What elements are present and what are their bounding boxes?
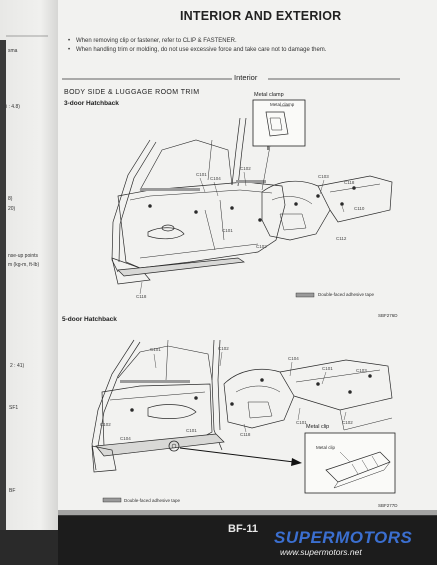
part-code: C104 <box>120 436 131 441</box>
diagram-title-3door: 3-door Hatchback <box>64 100 119 107</box>
part-code: C102 <box>256 244 267 249</box>
part-code: C101 <box>222 228 233 233</box>
margin-text: i : 4.8) <box>6 104 20 110</box>
note-line: When handling trim or molding, do not us… <box>76 47 327 53</box>
bullet: • <box>68 38 71 44</box>
part-code: C102 <box>100 422 111 427</box>
watermark-brand: SUPERMOTORS <box>274 528 413 547</box>
margin-text: BF <box>9 488 16 494</box>
part-code: C112 <box>336 236 347 241</box>
part-code: C118 <box>136 294 147 299</box>
section-heading: BODY SIDE & LUGGAGE ROOM TRIM <box>64 89 200 96</box>
binding-shadow <box>0 40 6 540</box>
legend-5door: Double-faced adhesive tape <box>124 498 181 503</box>
part-code: C118 <box>240 432 251 437</box>
watermark-url: www.supermotors.net <box>280 547 362 557</box>
margin-text: SF1 <box>9 405 19 411</box>
part-code: C102 <box>240 166 251 171</box>
inset-title-5door: Metal clip <box>306 424 330 430</box>
part-code: C103 <box>356 368 367 373</box>
margin-text: 20) <box>8 206 16 212</box>
part-code: C102 <box>218 346 229 351</box>
part-code: C101 <box>322 366 333 371</box>
diagram-title-5door: 5-door Hatchback <box>62 316 117 323</box>
adjacent-page-strip: sma i : 4.8) 8) 20) nse-up points m (kg-… <box>0 0 58 565</box>
part-code: C118 <box>344 180 355 185</box>
watermark-logo: SUPERMOTORS www.supermotors.net <box>268 528 430 558</box>
part-code: C103 <box>318 174 329 179</box>
inset-part-5door: Metal clip <box>316 445 336 450</box>
diagram-5door <box>91 339 396 503</box>
figure-ref-3door: SBF276D <box>378 313 398 318</box>
inset-part-3door: Metal clamp <box>270 102 295 107</box>
page-number: BF-11 <box>228 523 258 535</box>
page-title: INTERIOR AND EXTERIOR <box>180 9 342 23</box>
note-line: When removing clip or fastener, refer to… <box>76 38 237 44</box>
inset-title-3door: Metal clamp <box>254 92 284 98</box>
margin-text: 2 : 41) <box>10 363 25 369</box>
part-code: C104 <box>288 356 299 361</box>
section-label: Interior <box>234 73 258 82</box>
part-code: C101 <box>196 172 207 177</box>
margin-text: m (kg-m, ft-lb) <box>8 262 40 268</box>
part-code: C104 <box>210 176 221 181</box>
figure-ref-5door: SBF277D <box>378 503 398 508</box>
legend-3door: Double-faced adhesive tape <box>318 292 375 297</box>
part-code: C101 <box>296 420 307 425</box>
part-code: C110 <box>354 206 365 211</box>
part-code: C101 <box>150 347 161 352</box>
margin-text: 8) <box>8 196 13 202</box>
bullet: • <box>68 47 71 53</box>
margin-text: nse-up points <box>8 253 39 259</box>
margin-text: sma <box>8 48 18 54</box>
part-code: C102 <box>342 420 353 425</box>
diagram-3door <box>111 99 393 298</box>
part-code: C101 <box>186 428 197 433</box>
